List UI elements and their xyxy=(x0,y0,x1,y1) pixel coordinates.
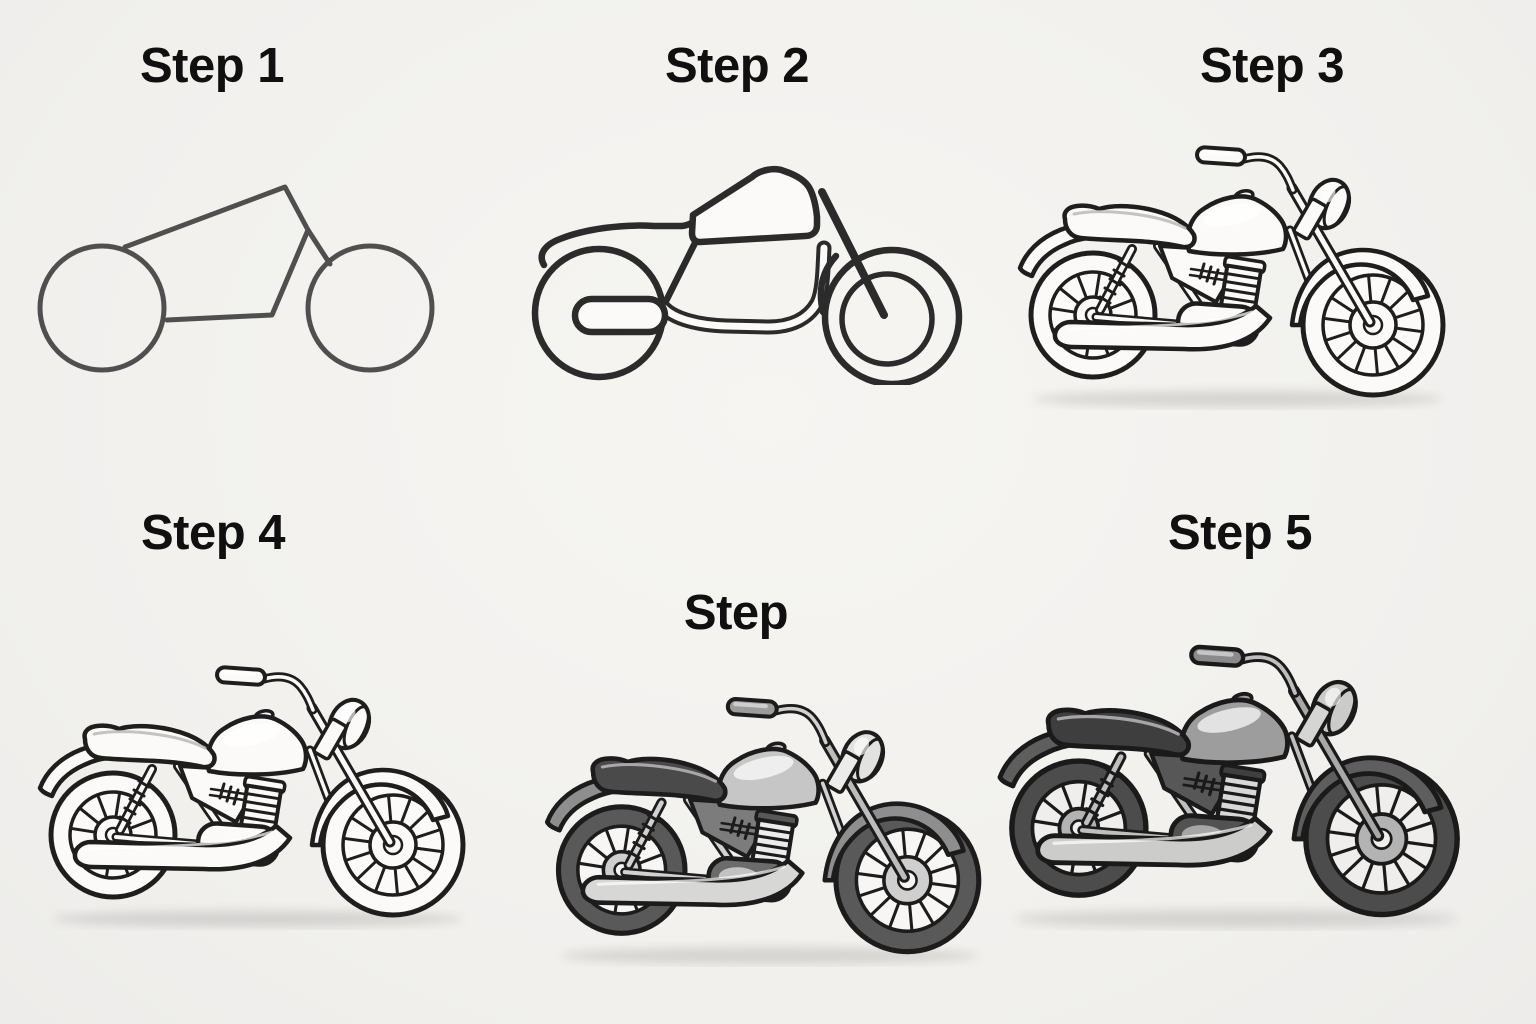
step-3-title: Step 3 xyxy=(1199,39,1345,93)
front-fender-arc xyxy=(817,252,840,316)
front-wheel-circle xyxy=(305,243,435,373)
front-wheel-outer-circle xyxy=(821,246,963,385)
step-3-panel: Step 3 xyxy=(1024,0,1536,470)
exhaust-outline xyxy=(571,295,669,336)
frame-diagonal xyxy=(659,239,699,311)
step-4-panel: Step 4 xyxy=(0,470,512,1024)
step-4-title: Step 4 xyxy=(140,506,286,560)
step-3-drawing xyxy=(1008,118,1453,410)
front-wheel-inner-circle xyxy=(839,271,935,367)
step-5-panel: Step 5 xyxy=(1024,470,1536,1024)
step-partial-drawing xyxy=(535,669,989,967)
step-5-drawing xyxy=(987,615,1468,931)
frame-outline xyxy=(122,184,311,323)
step-1-title: Step 1 xyxy=(139,39,285,93)
step-2-panel: Step 2 xyxy=(512,0,1024,470)
step-2-title: Step 2 xyxy=(664,39,810,93)
step-partial-title: Step xyxy=(683,586,789,640)
step-2-drawing xyxy=(531,166,963,385)
fork-line xyxy=(818,188,888,319)
step-partial-panel: Step xyxy=(512,470,1024,1024)
step-1-drawing xyxy=(37,184,435,373)
tank-outline xyxy=(688,166,821,246)
step-4-drawing xyxy=(28,638,473,930)
step-5-title: Step 5 xyxy=(1167,506,1313,560)
step-1-panel: Step 1 xyxy=(0,0,512,470)
fork-guide-line xyxy=(305,227,333,267)
rear-wheel-circle xyxy=(37,243,167,373)
